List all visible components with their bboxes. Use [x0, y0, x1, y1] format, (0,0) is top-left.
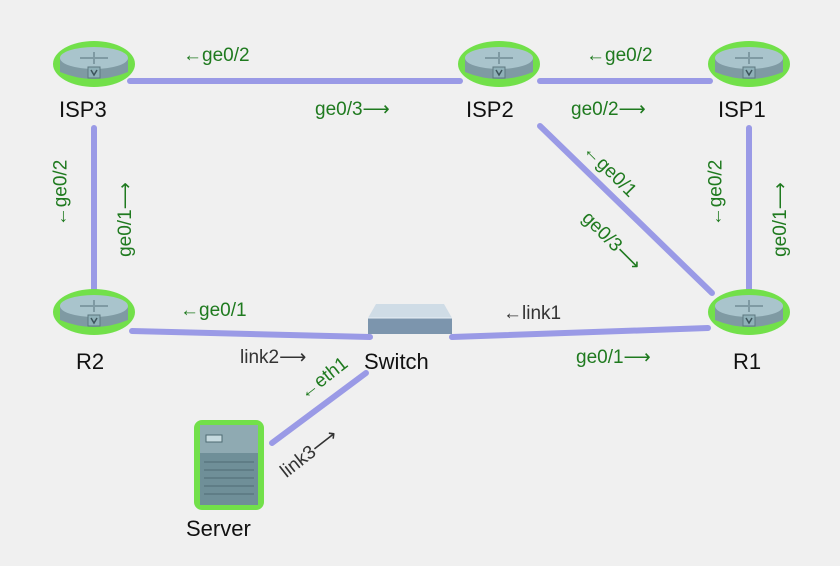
- router-r1-icon[interactable]: [707, 288, 791, 341]
- node-label-server: Server: [186, 516, 251, 541]
- link-label-link2: link2⟶: [240, 347, 307, 368]
- router-r2-icon[interactable]: [52, 288, 136, 341]
- interface-label-isp1-ge0-2: ←ge0/2: [586, 45, 653, 66]
- router-isp3-icon[interactable]: [52, 40, 136, 93]
- router-isp1-icon[interactable]: [707, 40, 791, 93]
- switch-icon[interactable]: [366, 300, 454, 343]
- link-switch-server: [269, 370, 369, 446]
- interface-label-isp2-ge0-2: ge0/2⟶: [571, 99, 646, 120]
- node-label-r1: R1: [733, 349, 762, 374]
- link-isp2-r1: [537, 123, 715, 296]
- node-label-r2: R2: [76, 349, 105, 374]
- interface-label-isp2-ge0-3: ge0/3⟶: [315, 99, 390, 120]
- link-label-link1: ←link1: [503, 303, 562, 324]
- server-icon[interactable]: [192, 418, 266, 517]
- interface-label-r2-ge0-1: ←ge0/1: [180, 300, 247, 321]
- interface-label-isp3-down-ge0-2: ←ge0/2: [50, 159, 72, 227]
- router-isp2-icon[interactable]: [457, 40, 541, 93]
- interface-label-r1-ge0-1: ge0/1⟶: [576, 347, 651, 368]
- link-r2-switch: [129, 328, 373, 340]
- interface-label-isp1-down-ge0-2: ←ge0/2: [705, 159, 727, 227]
- interface-label-r1-up-ge0-1: ge0/1⟶: [769, 182, 791, 257]
- node-label-isp1: ISP1: [718, 97, 766, 122]
- node-label-switch: Switch: [364, 349, 429, 374]
- link-switch-r1: [449, 325, 711, 340]
- interface-label-r2-up-ge0-1: ge0/1⟶: [114, 182, 136, 257]
- interface-label-isp3-ge0-2: ←ge0/2: [183, 45, 250, 66]
- node-label-isp2: ISP2: [466, 97, 514, 122]
- node-label-isp3: ISP3: [59, 97, 107, 122]
